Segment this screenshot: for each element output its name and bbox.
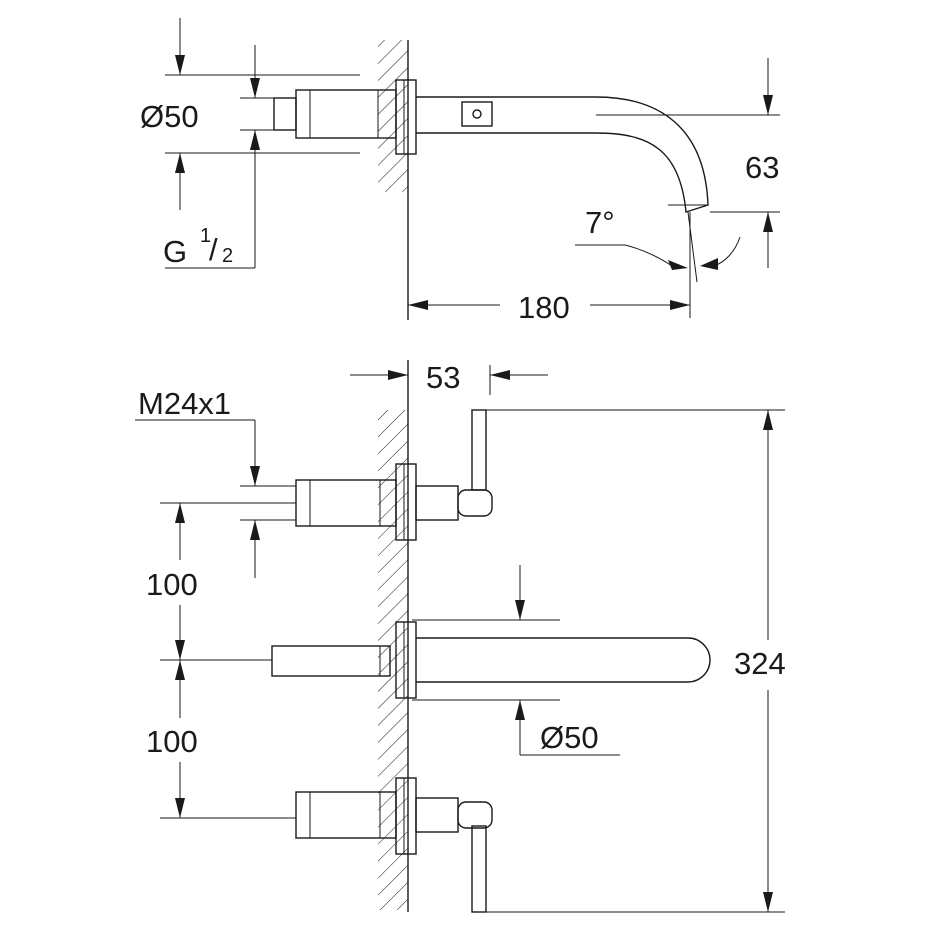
arrow-icon — [763, 95, 773, 115]
label-depth: 53 — [426, 360, 460, 395]
label-spout-height: 63 — [745, 150, 779, 185]
label-spacing-lower: 100 — [146, 724, 198, 759]
arrow-icon — [250, 520, 260, 540]
arrow-icon — [670, 300, 690, 310]
arrow-icon — [175, 503, 185, 523]
arrow-icon — [250, 78, 260, 98]
label-thread-denominator: 2 — [222, 245, 233, 267]
spout-side — [416, 96, 709, 213]
dim-spout-angle — [575, 211, 741, 318]
arrow-icon — [408, 300, 428, 310]
lever-lower — [471, 825, 487, 913]
arrow-icon — [175, 640, 185, 660]
label-thread-slash: / — [209, 232, 218, 267]
spout-front — [271, 621, 711, 699]
dim-valve-thread — [135, 419, 296, 578]
arrow-icon — [763, 212, 773, 232]
label-connection-diameter: Ø50 — [140, 99, 199, 134]
valve-lower — [295, 777, 493, 913]
label-spout-projection: 180 — [518, 290, 570, 325]
wall-hatch-icon — [378, 360, 409, 912]
dim-total-height — [486, 409, 785, 913]
arrow-icon — [515, 600, 525, 620]
arrow-icon — [490, 370, 510, 380]
valve-upper — [295, 409, 493, 541]
arrow-icon — [250, 130, 260, 150]
label-spacing-upper: 100 — [146, 567, 198, 602]
label-valve-thread: M24x1 — [138, 386, 231, 421]
label-spout-diameter: Ø50 — [540, 720, 599, 755]
dim-thread — [165, 45, 274, 269]
front-view: 53 M24x1 — [135, 360, 786, 913]
label-thread-numerator: 1 — [200, 225, 211, 247]
dim-top-diameter — [165, 18, 360, 210]
arrow-icon — [175, 660, 185, 680]
dim-spout-diameter — [412, 565, 620, 756]
arrow-icon — [515, 700, 525, 720]
arrow-icon — [175, 55, 185, 75]
wall-hatch-icon — [378, 40, 409, 320]
dim-spout-projection — [408, 300, 690, 310]
label-spout-angle: 7° — [585, 205, 615, 240]
arrow-icon — [250, 466, 260, 486]
dim-spacing — [160, 502, 296, 819]
arrow-icon — [763, 410, 773, 430]
dim-depth — [350, 365, 548, 395]
label-thread-prefix: G — [163, 234, 187, 269]
arrow-icon — [763, 892, 773, 912]
arrow-icon — [700, 258, 718, 270]
connection-body — [273, 89, 397, 139]
arrow-icon — [175, 153, 185, 173]
arrow-icon — [388, 370, 408, 380]
label-total-height: 324 — [734, 646, 786, 681]
dim-spout-height — [596, 58, 780, 268]
arrow-icon — [175, 798, 185, 818]
lever-upper — [471, 409, 487, 491]
arrow-icon — [668, 260, 688, 270]
top-view: Ø50 G 1 / 2 63 — [140, 18, 780, 325]
